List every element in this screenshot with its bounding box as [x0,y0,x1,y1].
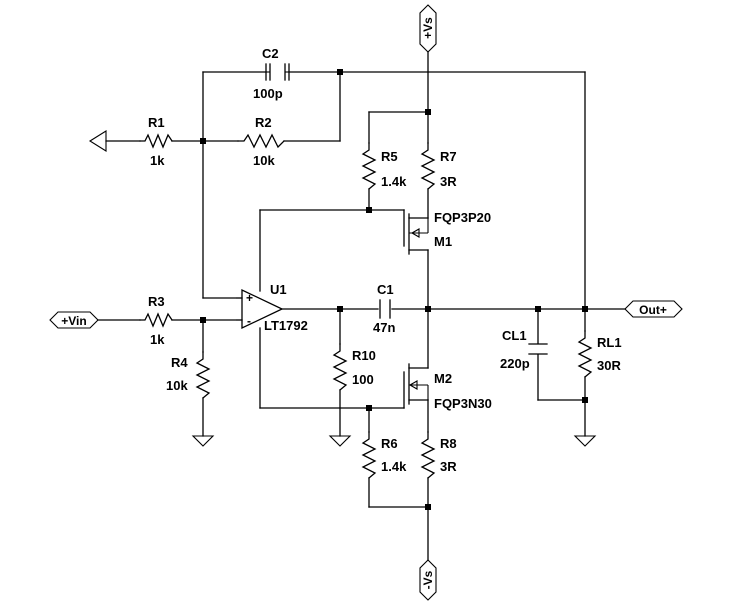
ground-symbol-r4 [191,435,215,447]
port-vin: +Vin [49,311,99,329]
cl1-value: 220p [500,356,530,371]
capacitor-c1 [379,299,391,319]
ground-symbol-r10 [328,435,352,447]
r6-name: R6 [381,436,398,451]
resistor-rl1 [577,330,593,378]
c2-name: C2 [262,46,279,61]
opamp-plus-pin: + [246,291,253,305]
r7-name: R7 [440,149,457,164]
junction-dot [200,317,206,323]
resistor-r1 [139,133,173,149]
resistor-r3 [139,312,173,328]
resistor-r5 [361,142,377,190]
c2-value: 100p [253,86,283,101]
port-vs-pos: +Vs [419,4,437,53]
r10-value: 100 [352,372,374,387]
resistor-r8 [420,431,436,479]
ground-symbol-left [88,130,107,152]
resistor-r7 [420,142,436,190]
m1-name: M1 [434,234,452,249]
opamp-minus-pin: - [247,314,251,328]
junction-dot [582,306,588,312]
resistor-r10 [332,343,348,391]
r3-value: 1k [150,332,165,347]
u1-name: U1 [270,282,287,297]
r3-name: R3 [148,294,165,309]
junction-dot [425,504,431,510]
port-vs-neg-label: -Vs [421,570,435,589]
rl1-name: RL1 [597,335,622,350]
r8-value: 3R [440,459,457,474]
junction-dot [366,405,372,411]
r10-name: R10 [352,348,376,363]
junction-dot [425,306,431,312]
r8-name: R8 [440,436,457,451]
junction-dot [337,69,343,75]
r4-name: R4 [171,355,188,370]
r2-name: R2 [255,115,272,130]
rl1-value: 30R [597,358,621,373]
r1-value: 1k [150,153,165,168]
junction-dot [366,207,372,213]
r6-value: 1.4k [381,459,407,474]
resistor-r4 [195,351,211,399]
r7-value: 3R [440,174,457,189]
r4-value: 10k [166,378,188,393]
mosfet-m2 [403,363,429,409]
u1-value: LT1792 [264,318,308,333]
opamp-u1 [236,288,284,330]
junction-dot [337,306,343,312]
port-vs-neg: -Vs [419,559,437,601]
wires [97,51,626,561]
capacitor-c2 [265,63,290,81]
m2-value: FQP3N30 [434,396,492,411]
ground-symbol-rl1 [573,435,597,447]
port-out-label: Out+ [639,303,667,317]
c1-value: 47n [373,320,395,335]
junctions [200,69,588,510]
r1-name: R1 [148,115,165,130]
cl1-name: CL1 [502,328,527,343]
junction-dot [582,397,588,403]
r5-name: R5 [381,149,398,164]
port-vs-pos-label: +Vs [421,17,435,39]
r5-value: 1.4k [381,174,407,189]
mosfet-m1 [403,209,429,255]
resistor-r6 [361,431,377,479]
junction-dot [200,138,206,144]
junction-dot [535,306,541,312]
junction-dot [425,109,431,115]
m1-value: FQP3P20 [434,210,491,225]
m2-name: M2 [434,371,452,386]
c1-name: C1 [377,282,394,297]
resistor-r2 [237,133,285,149]
capacitor-cl1 [528,343,548,355]
r2-value: 10k [253,153,275,168]
port-out: Out+ [624,300,683,318]
port-vin-label: +Vin [61,314,86,328]
